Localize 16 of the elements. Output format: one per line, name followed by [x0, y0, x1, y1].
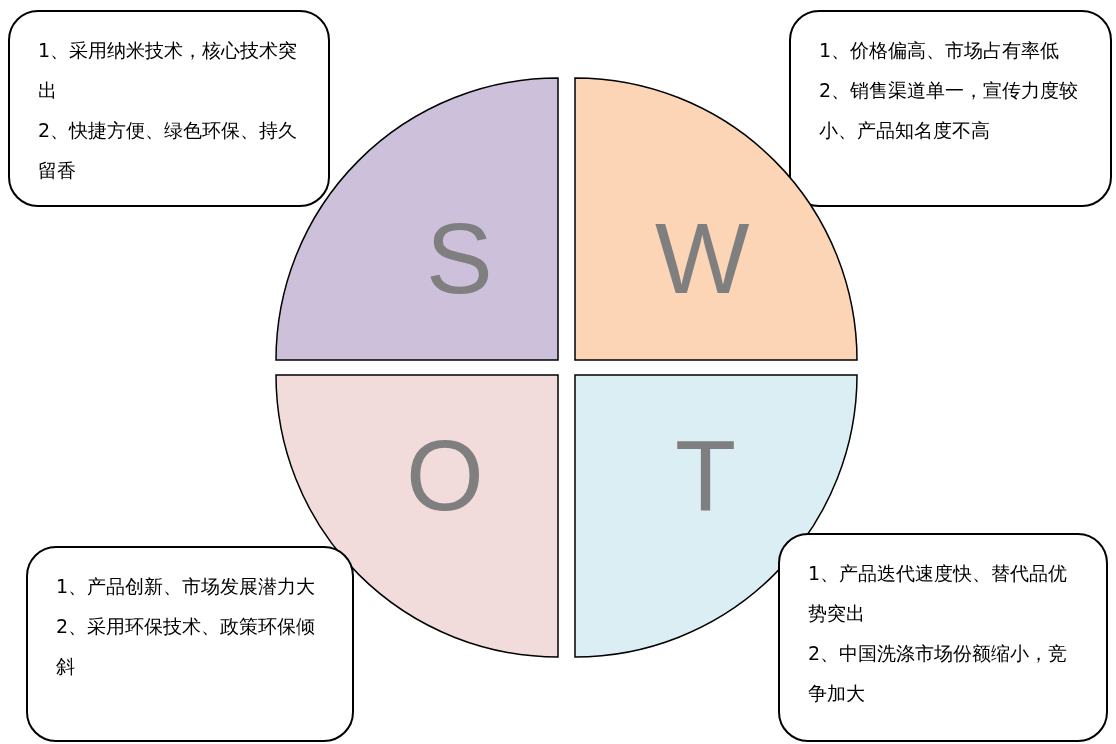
text-card	[778, 533, 1108, 742]
swot-point: 1、价格偏高、市场占有率低	[819, 38, 1061, 63]
swot-point: 1、产品创新、市场发展潜力大	[56, 574, 317, 599]
swot-point: 1、产品迭代速度快、替代品优势突出	[808, 561, 1069, 626]
swot-point: 2、快捷方便、绿色环保、持久留香	[38, 118, 299, 183]
swot-letter: S	[426, 208, 493, 308]
swot-point: 2、采用环保技术、政策环保倾斜	[56, 614, 317, 679]
text-card	[26, 546, 354, 742]
swot-letter: O	[406, 425, 484, 525]
text-card	[789, 10, 1112, 207]
swot-letter: T	[675, 425, 737, 525]
swot-letter: W	[655, 208, 750, 308]
swot-point: 1、采用纳米技术，核心技术突出	[38, 38, 299, 103]
text-card	[8, 10, 330, 207]
swot-point: 2、中国洗涤市场份额缩小，竞争加大	[808, 641, 1069, 706]
swot-point: 2、销售渠道单一，宣传力度较小、产品知名度不高	[819, 78, 1080, 143]
